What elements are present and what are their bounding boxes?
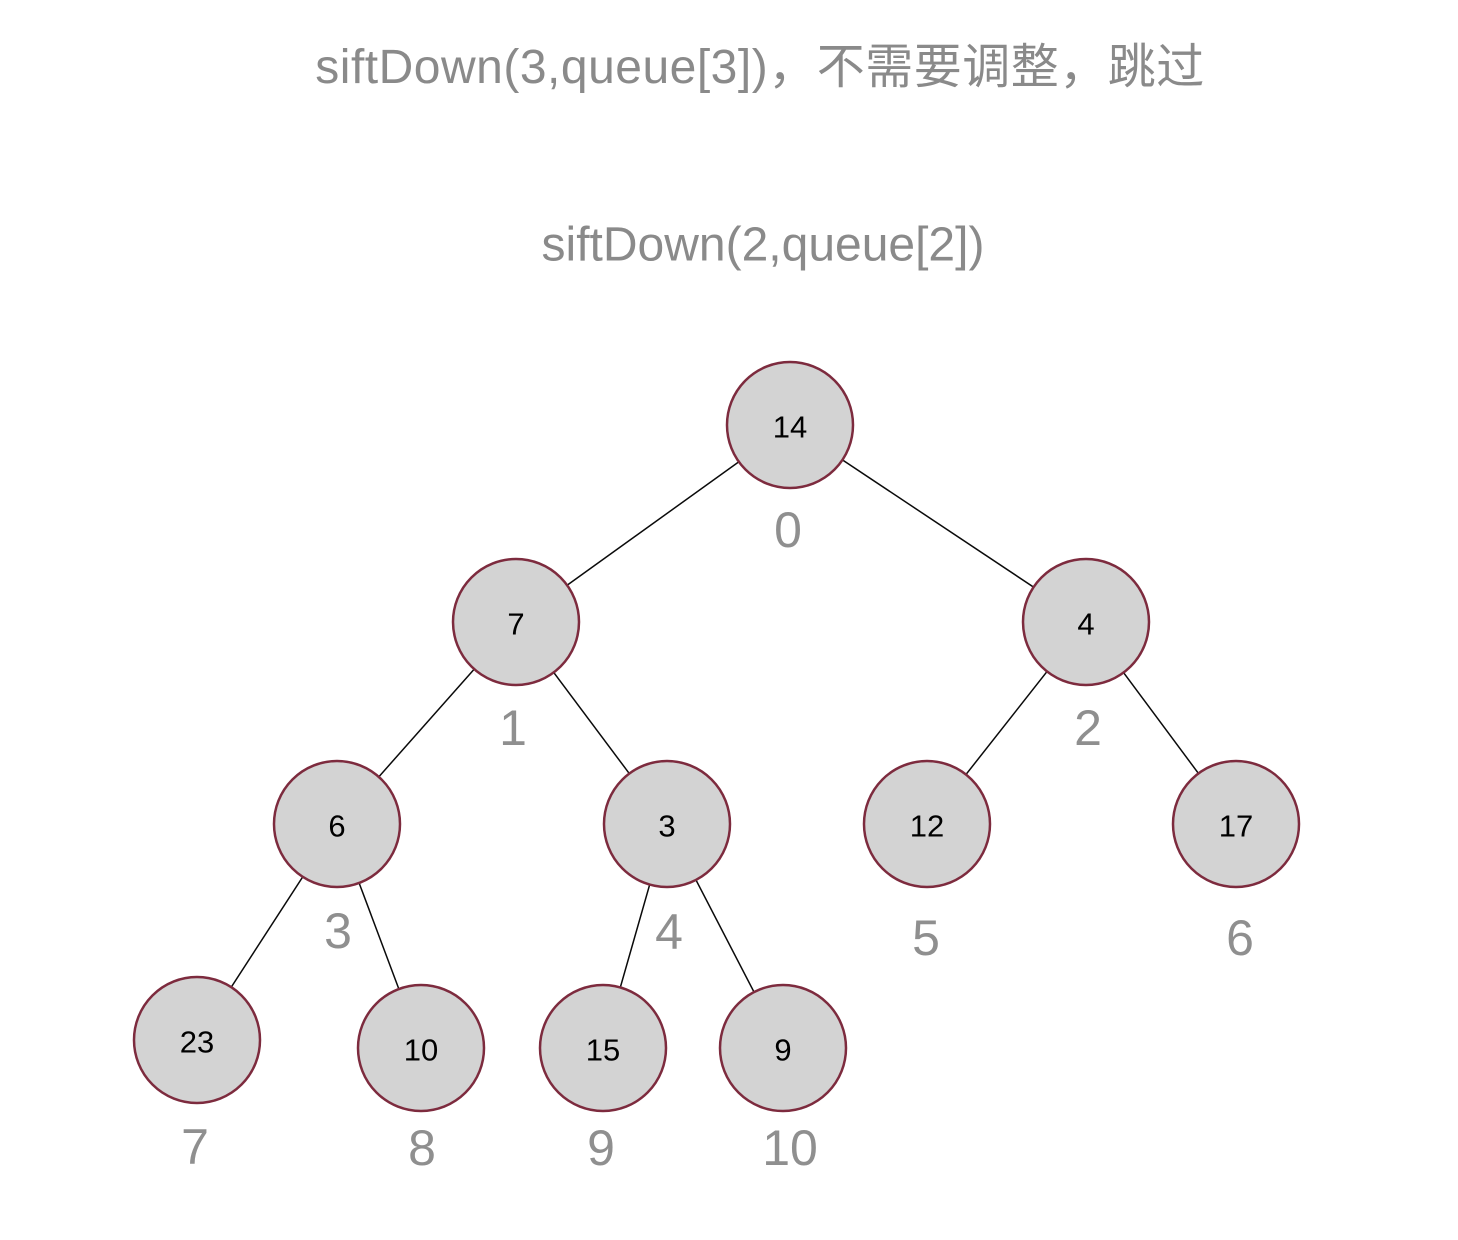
node-circle <box>1171 759 1301 889</box>
tree-node: 42 <box>1021 557 1151 756</box>
tree-node: 9 10 <box>718 983 848 1176</box>
node-circle <box>451 557 581 687</box>
node-circle <box>272 759 402 889</box>
node-circle <box>602 759 732 889</box>
tree-node: 34 <box>602 759 732 960</box>
node-index-label: 3 <box>324 903 352 959</box>
node-index-label: 9 <box>587 1120 615 1176</box>
node-circle <box>132 975 262 1105</box>
node-value-text: 15 <box>586 1033 620 1068</box>
node-value-text: 4 <box>1077 607 1094 642</box>
title-text: siftDown(3,queue[3])，不需要调整，跳过 <box>315 41 1205 94</box>
tree-node: 71 <box>451 557 581 756</box>
node-index-label: 10 <box>762 1120 818 1176</box>
tree-node: 14 0 <box>725 360 855 558</box>
node-circle <box>725 360 855 490</box>
node-index-label: 8 <box>408 1120 436 1176</box>
tree-node: 12 5 <box>862 759 992 966</box>
node-value-text: 14 <box>773 410 807 445</box>
tree-node: 15 9 <box>538 983 668 1176</box>
node-index-label: 7 <box>181 1119 209 1175</box>
node-circle <box>538 983 668 1113</box>
node-index-label: 6 <box>1226 910 1254 966</box>
tree-node: 17 6 <box>1171 759 1301 966</box>
node-value-text: 3 <box>658 809 675 844</box>
tree-node: 23 7 <box>132 975 262 1175</box>
tree-node: 10 8 <box>356 983 486 1176</box>
node-value-text: 12 <box>910 809 944 844</box>
node-circle <box>862 759 992 889</box>
node-index-label: 5 <box>912 910 940 966</box>
node-index-label: 0 <box>774 502 802 558</box>
node-circle <box>356 983 486 1113</box>
node-index-label: 4 <box>655 904 683 960</box>
node-index-label: 2 <box>1074 700 1102 756</box>
node-value-text: 17 <box>1219 809 1253 844</box>
tree-node: 63 <box>272 759 402 959</box>
node-circle <box>1021 557 1151 687</box>
node-value-text: 10 <box>404 1033 438 1068</box>
node-value-text: 23 <box>180 1025 214 1060</box>
node-value-text: 7 <box>507 607 524 642</box>
node-index-label: 1 <box>499 700 527 756</box>
node-value-text: 6 <box>328 809 345 844</box>
node-circle <box>718 983 848 1113</box>
subtitle-text: siftDown(2,queue[2]) <box>541 218 985 272</box>
node-value-text: 9 <box>774 1033 791 1068</box>
